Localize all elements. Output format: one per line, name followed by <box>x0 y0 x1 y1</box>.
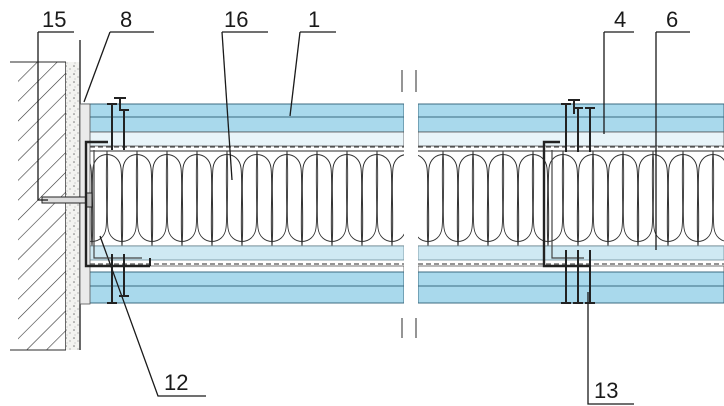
insulation-loop-down <box>712 150 724 242</box>
insulation-loop-up <box>391 154 404 247</box>
plaster-layer <box>66 40 81 350</box>
wall-u-profile-inner <box>93 150 142 259</box>
bottom-board-outer <box>418 285 724 304</box>
callout-labels: 15 8 16 1 4 6 12 13 <box>42 7 678 403</box>
callout-16: 16 <box>224 7 248 32</box>
callout-12: 12 <box>164 370 188 395</box>
bottom-board-inner <box>82 271 404 287</box>
section-left <box>82 103 467 304</box>
callout-13: 13 <box>594 378 618 403</box>
insulation-loop-up <box>422 155 452 247</box>
c-stud-inner <box>551 150 584 259</box>
bottom-layer <box>418 245 724 261</box>
top-batten-zone <box>82 131 404 147</box>
insulation-loop-up <box>418 154 429 247</box>
insulation-loop-down <box>437 151 467 242</box>
callout-15: 15 <box>42 7 66 32</box>
leader-lines <box>37 31 690 405</box>
insulation-loop-down <box>407 151 437 242</box>
top-board-outer <box>418 103 724 118</box>
section-right <box>418 103 724 304</box>
metal-profiles <box>84 97 595 304</box>
top-board-outer <box>82 103 404 118</box>
bottom-board-inner <box>418 271 724 287</box>
callout-1: 1 <box>308 7 320 32</box>
bottom-layer <box>82 245 404 261</box>
top-batten-zone <box>418 131 724 147</box>
break-lines <box>401 70 417 338</box>
callout-6: 6 <box>666 7 678 32</box>
callout-8: 8 <box>120 7 132 32</box>
top-board-inner <box>418 116 724 133</box>
top-board-inner <box>82 116 404 133</box>
bottom-board-outer <box>82 285 404 304</box>
callout-4: 4 <box>614 7 626 32</box>
wall-u-profile <box>84 140 150 268</box>
